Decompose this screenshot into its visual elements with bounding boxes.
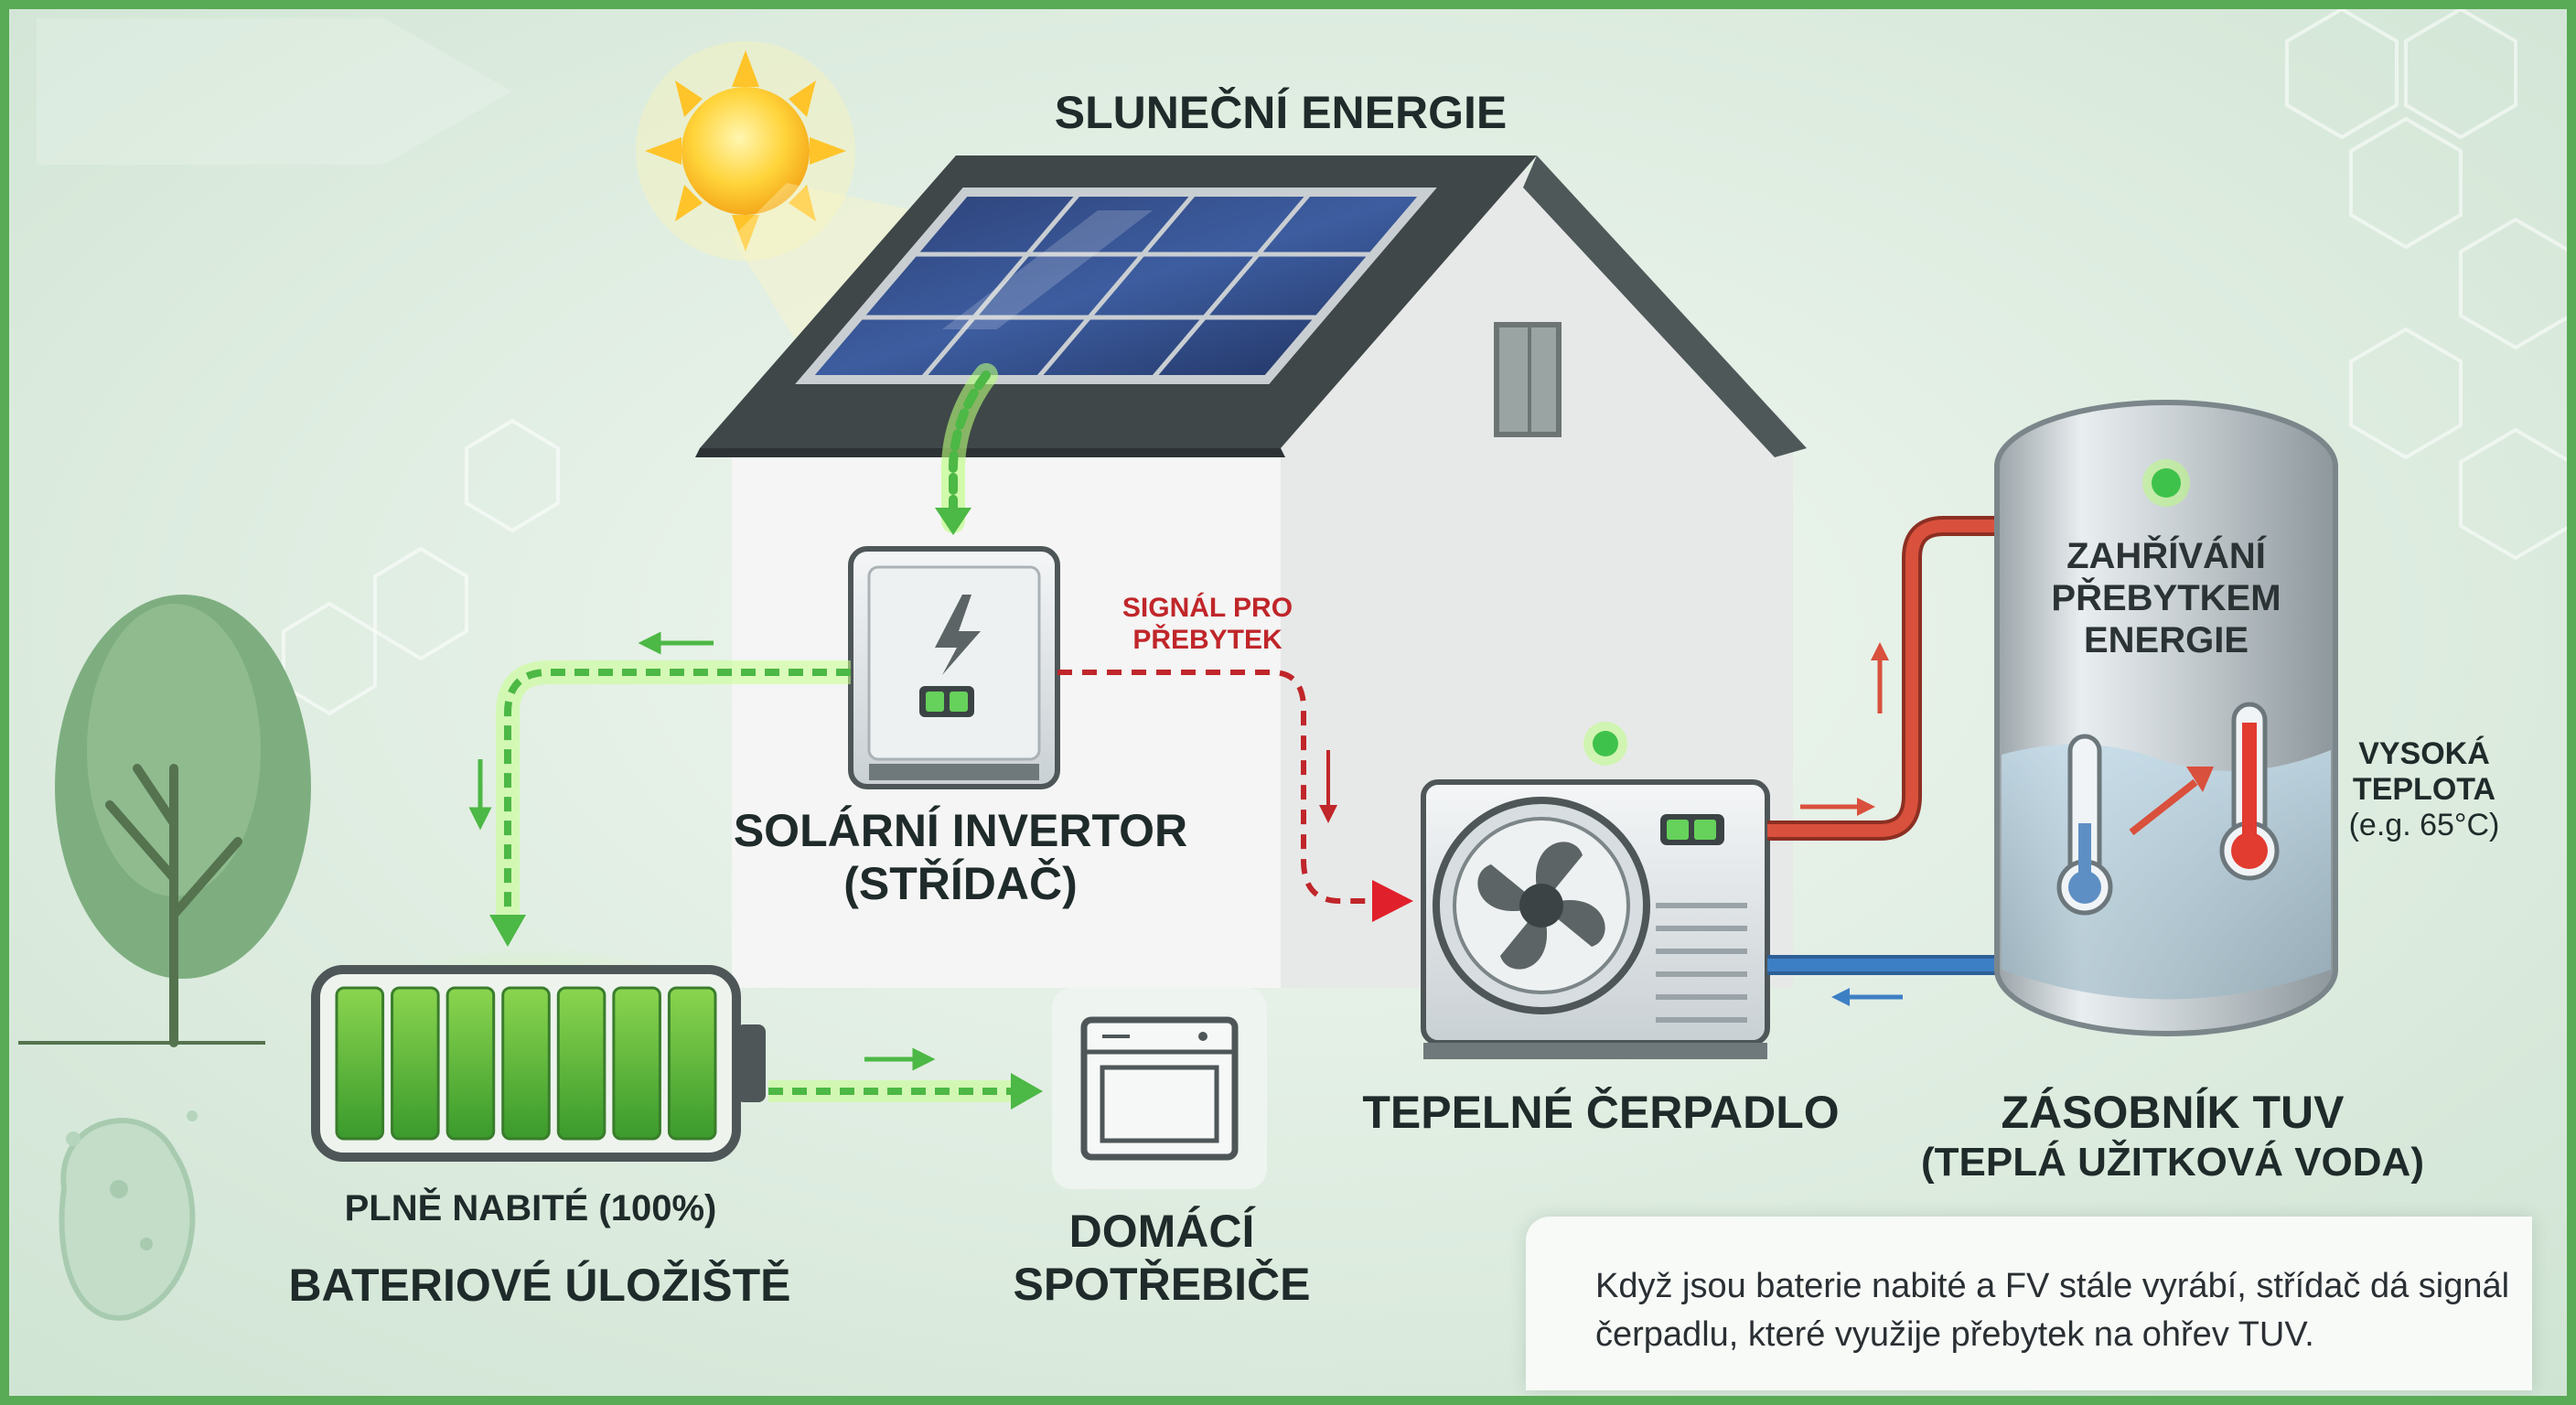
battery-cell (445, 986, 496, 1141)
explanation-note: Když jsou baterie nabité a FV stále vyrá… (1526, 1217, 2532, 1390)
tank-heating-label: ZAHŘÍVÁNÍ PŘEBYTKEM ENERGIE (2029, 535, 2303, 661)
battery-icon (302, 947, 766, 1162)
appliances-label-line2: SPOTŘEBIČE (1013, 1258, 1311, 1310)
inverter-label-line2: (STŘÍDAČ) (843, 857, 1078, 909)
diagram-title: SLUNEČNÍ ENERGIE (1054, 87, 1508, 138)
battery-cell (501, 986, 551, 1141)
battery-cell (612, 986, 661, 1141)
thermometer-icon (2219, 702, 2280, 881)
inverter-device (848, 546, 1060, 789)
appliances-label-line1: DOMÁCÍ (1068, 1206, 1255, 1257)
heat-pump-label: TEPELNÉ ČERPADLO (1362, 1087, 1840, 1138)
high-temp-line3: (e.g. 65°C) (2348, 808, 2500, 843)
battery-cell (667, 986, 717, 1141)
temperature-rise-arrow (2129, 767, 2214, 836)
tree-icon (18, 595, 311, 1047)
tank-heating-line3: ENERGIE (2083, 620, 2249, 660)
battery-label: BATERIOVÉ ÚLOŽIŠTĚ (288, 1260, 791, 1311)
high-temp-line2: TEPLOTA (2352, 772, 2496, 808)
oven-icon (1052, 988, 1267, 1189)
tank-heating-line1: ZAHŘÍVÁNÍ (2066, 536, 2266, 576)
signal-label-line2: PŘEBYTEK (1132, 624, 1283, 655)
solar-panel-icon (795, 188, 1437, 384)
battery-to-appliances-flow (768, 1047, 1043, 1110)
signal-label-line1: SIGNÁL PRO (1122, 593, 1293, 623)
tank-label: ZÁSOBNÍK TUV (TEPLÁ UŽITKOVÁ VODA) (1894, 1087, 2452, 1185)
water-tank (1994, 400, 2338, 1036)
battery-cell (556, 986, 606, 1141)
battery-cell (391, 986, 440, 1141)
thermometer-icon (2056, 734, 2113, 916)
surplus-signal-line (1057, 670, 1413, 922)
hexagon-decoration (37, 18, 512, 165)
appliances-label: DOMÁCÍ SPOTŘEBIČE (970, 1206, 1354, 1311)
fan-icon (1433, 797, 1650, 1014)
bacteria-decoration (59, 1110, 198, 1321)
sun-beam (732, 183, 915, 384)
hot-water-pipe (1767, 516, 2026, 841)
tank-label-line1: ZÁSOBNÍK TUV (2001, 1087, 2345, 1138)
explanation-text: Když jsou baterie nabité a FV stále vyrá… (1595, 1267, 2510, 1355)
battery-cell (335, 986, 385, 1141)
sun-icon (636, 41, 855, 261)
cold-water-pipe (1767, 955, 2026, 1006)
tank-label-line2: (TEPLÁ UŽITKOVÁ VODA) (1921, 1139, 2424, 1185)
high-temp-line1: VYSOKÁ (2358, 736, 2490, 771)
high-temp-label: VYSOKÁ TEPLOTA (e.g. 65°C) (2324, 736, 2525, 843)
inverter-label-line1: SOLÁRNÍ INVERTOR (733, 805, 1188, 856)
inverter-label: SOLÁRNÍ INVERTOR (STŘÍDAČ) (714, 805, 1208, 910)
inverter-to-battery-flow (468, 631, 851, 947)
solar-to-inverter-flow (935, 363, 998, 535)
signal-label: SIGNÁL PRO PŘEBYTEK (1098, 593, 1317, 656)
battery-status: PLNĚ NABITÉ (100%) (344, 1188, 717, 1228)
tank-heating-line2: PŘEBYTKEM (2051, 578, 2281, 618)
lightning-icon (935, 595, 981, 675)
